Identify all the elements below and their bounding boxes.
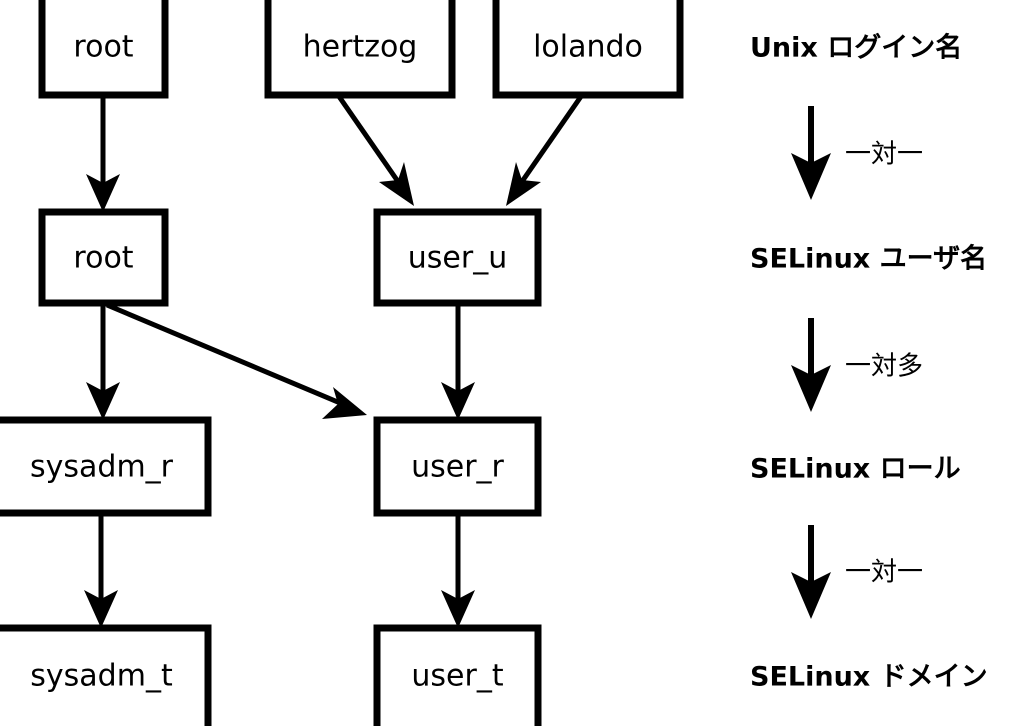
node-label: sysadm_r [30, 450, 174, 485]
node-label: lolando [533, 30, 643, 65]
edge-seroot-to-sysadmr [86, 303, 120, 420]
legend-stage-selinux-user: SELinux ユーザ名 [750, 243, 987, 275]
legend-stage-selinux-domain: SELinux ドメイン [750, 662, 988, 693]
legend-arrow-user-to-role [791, 318, 831, 412]
node-label: hertzog [303, 30, 418, 65]
node-seuser-user-u[interactable]: user_u [373, 208, 542, 307]
legend-arrow-login-to-user [791, 106, 831, 200]
edge-userr-to-usert [441, 513, 475, 628]
node-label: user_u [408, 241, 507, 276]
node-label: user_t [411, 659, 503, 694]
node-unix-lolando[interactable]: lolando [492, 0, 684, 99]
node-role-sysadm-r[interactable]: sysadm_r [0, 416, 212, 517]
node-label: sysadm_t [30, 659, 173, 694]
legend-relation-role-to-domain: 一対一 [845, 558, 923, 588]
legend-arrow-role-to-domain [791, 525, 831, 619]
node-seuser-root[interactable]: root [38, 208, 169, 307]
edge-sysadmr-to-sysadmt [84, 513, 118, 628]
edge-useru-to-userr [441, 303, 475, 420]
edge-root-to-seroot [86, 95, 120, 212]
node-label: user_r [411, 450, 504, 485]
legend-stage-selinux-role: SELinux ロール [750, 454, 961, 485]
legend-stage-unix-login: Unix ログイン名 [750, 32, 962, 64]
node-domain-user-t[interactable]: user_t [373, 624, 542, 726]
node-unix-hertzog[interactable]: hertzog [264, 0, 456, 99]
edge-lolando-to-useru [506, 93, 585, 206]
node-role-user-r[interactable]: user_r [373, 416, 542, 517]
node-label: root [73, 30, 133, 65]
legend-relation-login-to-user: 一対一 [845, 140, 923, 170]
node-label: root [73, 241, 133, 276]
edge-seroot-to-userr [106, 302, 367, 419]
legend-relation-user-to-role: 一対多 [845, 352, 923, 382]
node-domain-sysadm-t[interactable]: sysadm_t [0, 624, 212, 726]
node-unix-root[interactable]: root [38, 0, 169, 99]
edge-hertzog-to-useru [335, 93, 414, 206]
